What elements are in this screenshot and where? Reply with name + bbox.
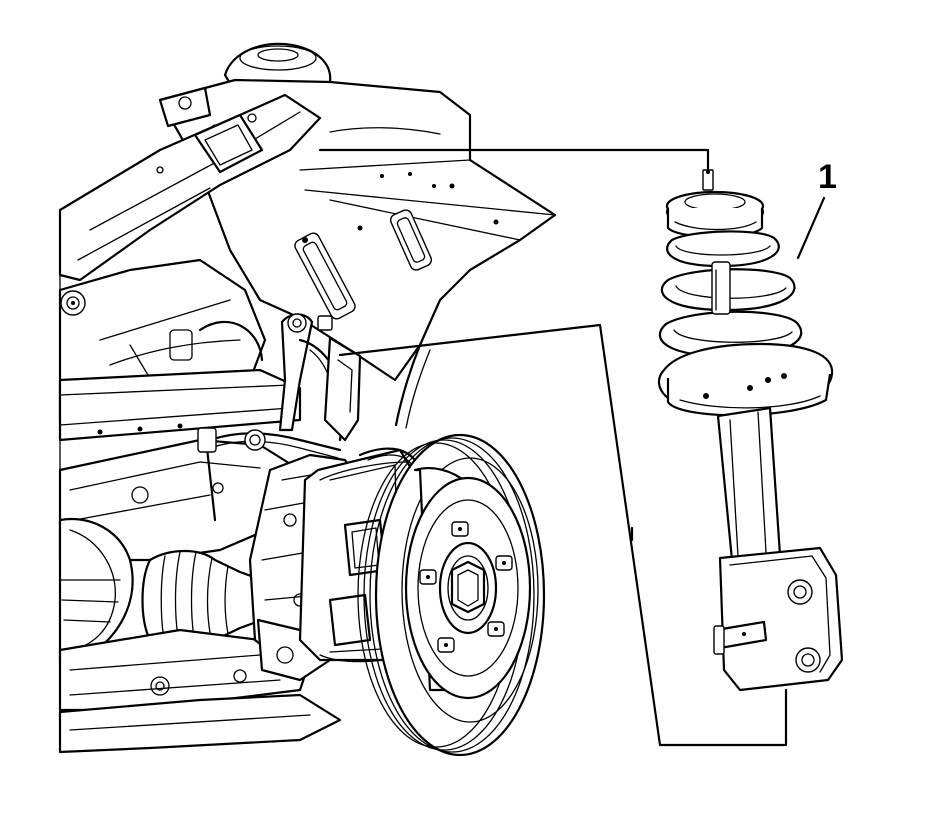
wheel-studs xyxy=(419,521,513,653)
strut-assembly xyxy=(657,169,844,692)
wheel-hub xyxy=(404,476,532,700)
brake-line xyxy=(197,320,342,522)
callout-1-label: 1 xyxy=(818,158,837,196)
vehicle-body-structure xyxy=(58,42,557,754)
callout-1-leader xyxy=(796,196,826,260)
coil-spring xyxy=(658,230,803,358)
leader-lines xyxy=(318,148,788,747)
